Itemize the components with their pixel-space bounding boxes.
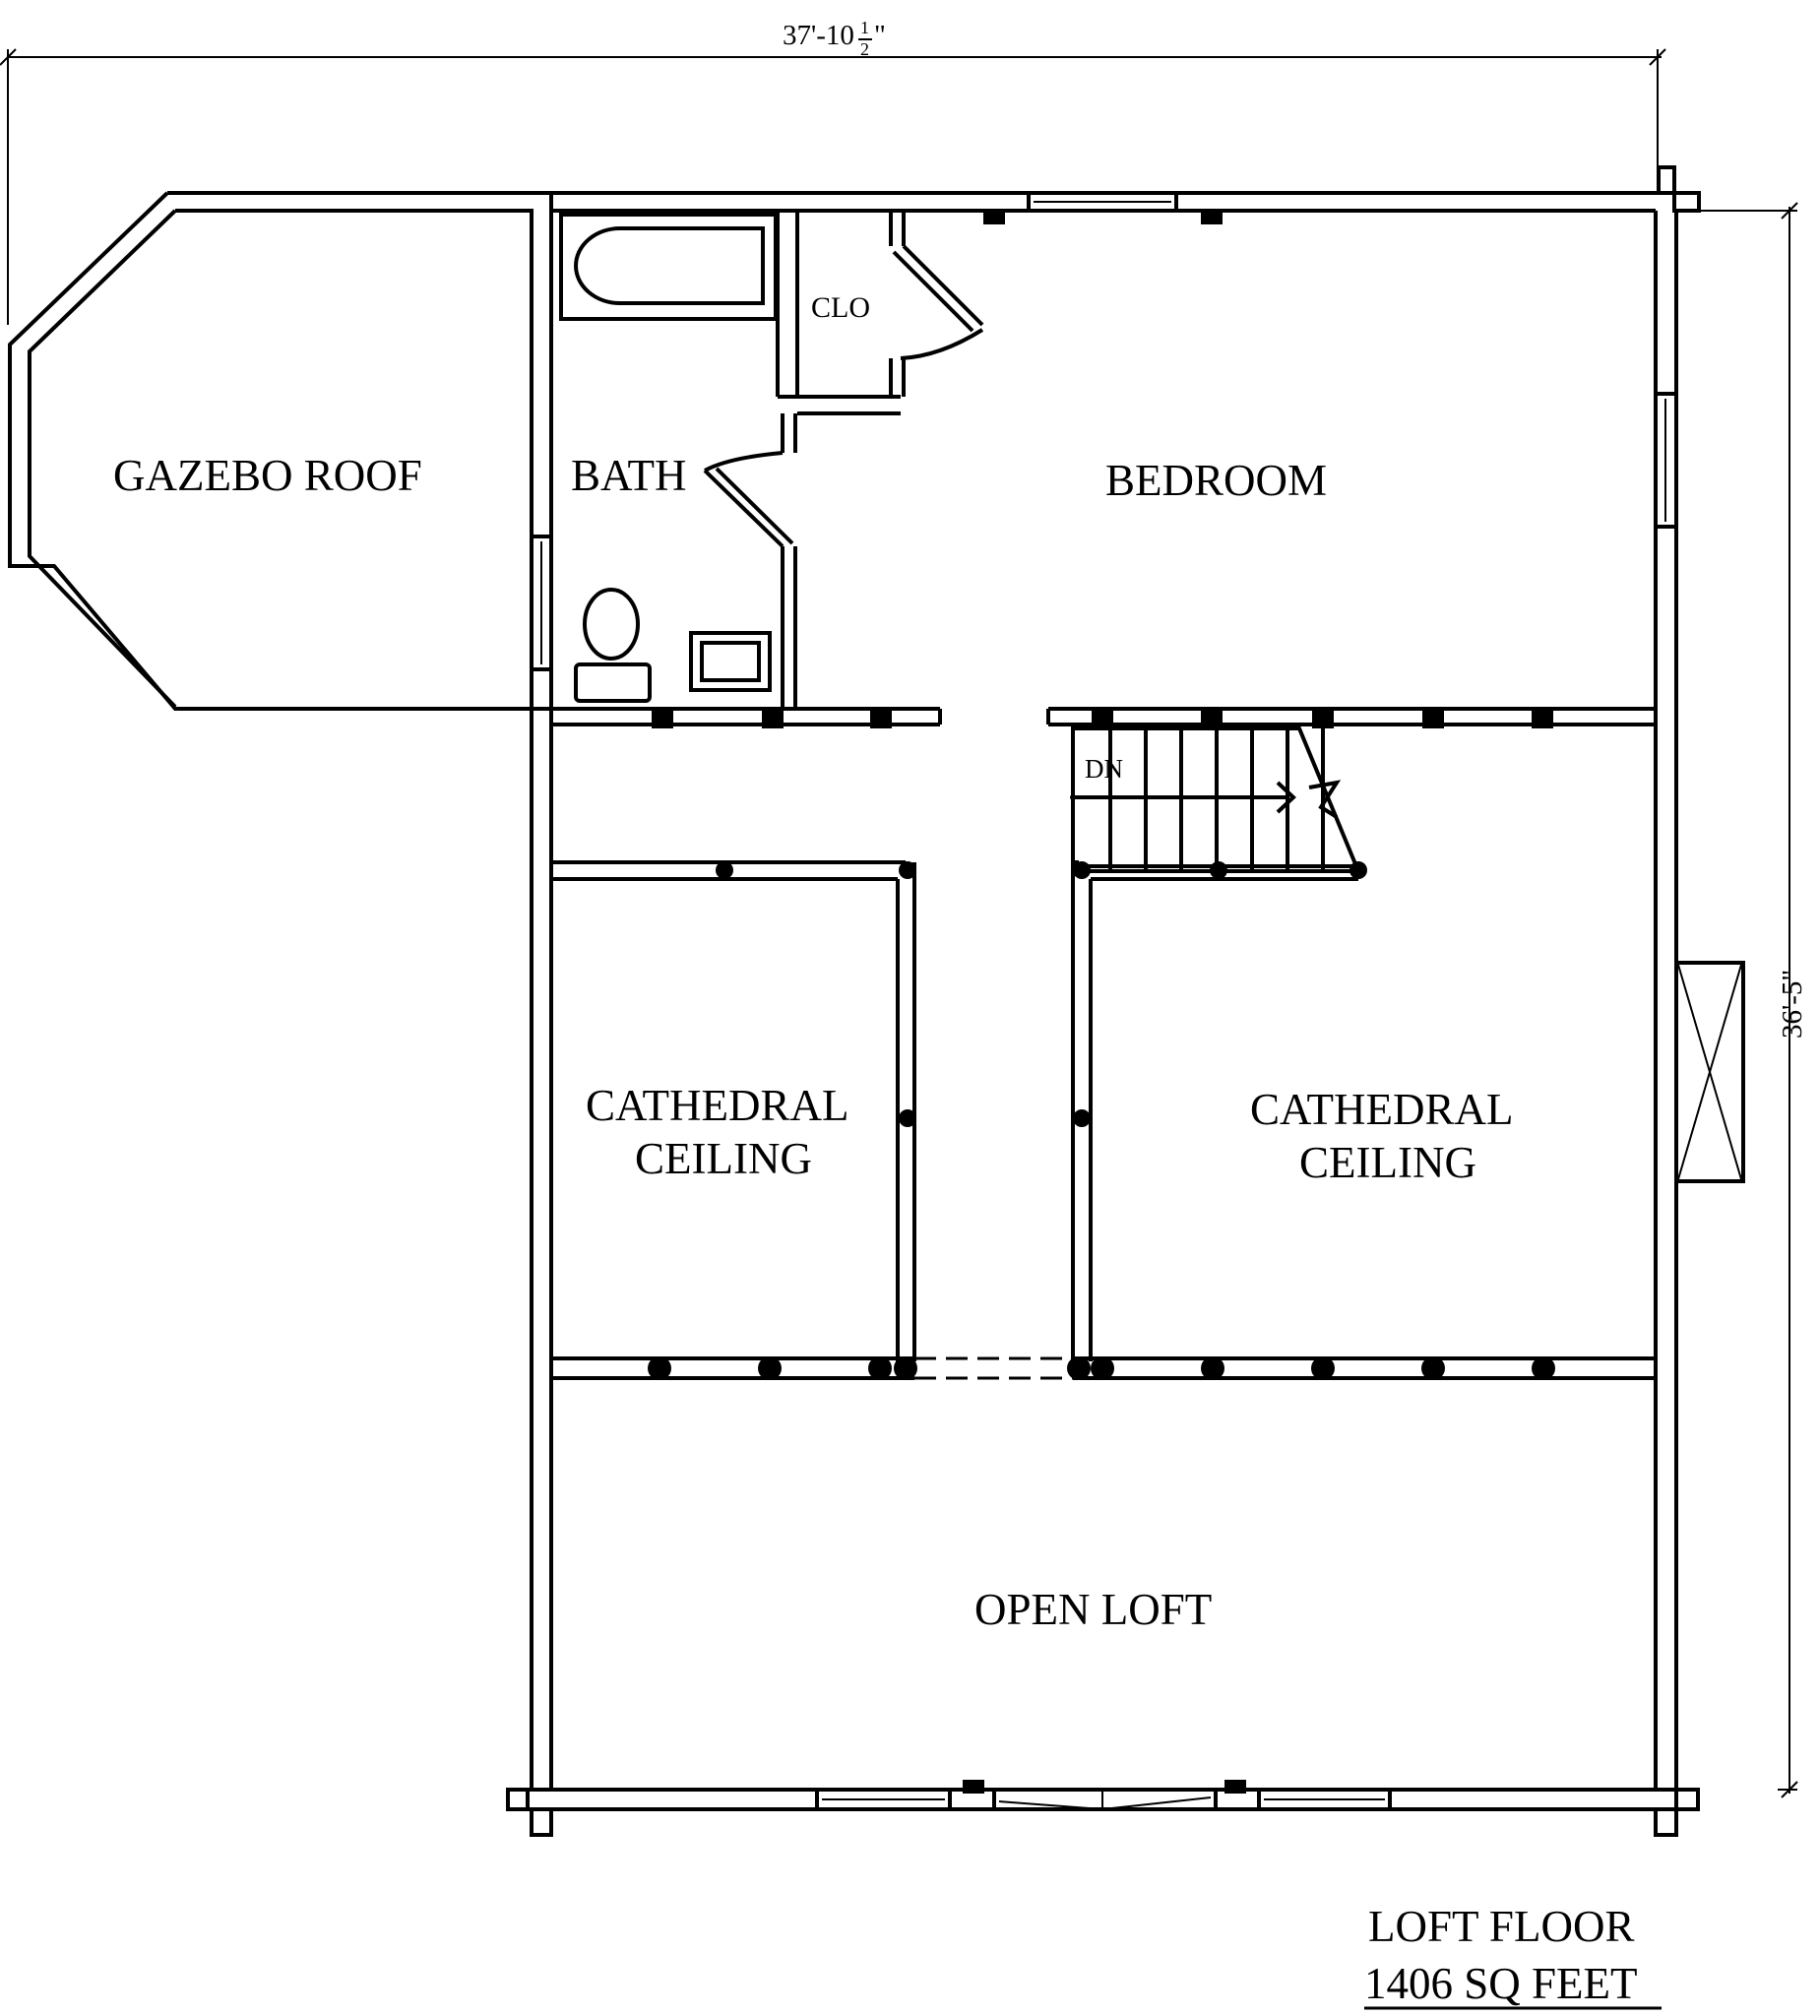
closet-label: CLO (811, 291, 870, 324)
bottom-sliding-door (992, 1788, 1218, 1811)
open-loft-label: OPEN LOFT (974, 1585, 1212, 1634)
width-fraction-numerator: 1 (860, 18, 869, 37)
bathtub (559, 213, 778, 321)
toilet (583, 588, 640, 661)
depth-dimension: 36'-5" (1679, 202, 1808, 1798)
cathedral-ceiling-right-line2: CEILING (1299, 1138, 1476, 1187)
exterior-walls (8, 165, 1745, 1837)
width-fraction-denominator: 2 (860, 39, 869, 59)
staircase (1070, 726, 1361, 873)
bath-fixtures (559, 213, 778, 703)
railings (551, 860, 1656, 1380)
gazebo-roof-label: GAZEBO ROOF (113, 451, 422, 500)
width-dimension: 37'-10 1 2 " (0, 18, 1666, 325)
width-dimension-suffix: " (874, 20, 886, 51)
cathedral-ceiling-right-line1: CATHEDRAL (1250, 1085, 1514, 1134)
interior-walls (551, 211, 1656, 728)
cathedral-ceiling-left-line2: CEILING (635, 1134, 812, 1183)
width-dimension-label: 37'-10 (783, 20, 854, 51)
plan-area: 1406 SQ FEET (1364, 1959, 1638, 2008)
bath-label: BATH (571, 451, 687, 500)
stair-down-label: DN (1085, 754, 1123, 784)
depth-dimension-label: 36'-5" (1777, 970, 1808, 1039)
bedroom-label: BEDROOM (1105, 456, 1327, 505)
plan-title: LOFT FLOOR (1368, 1902, 1634, 1951)
bath-sink (689, 631, 772, 692)
cathedral-ceiling-left-line1: CATHEDRAL (586, 1081, 849, 1130)
